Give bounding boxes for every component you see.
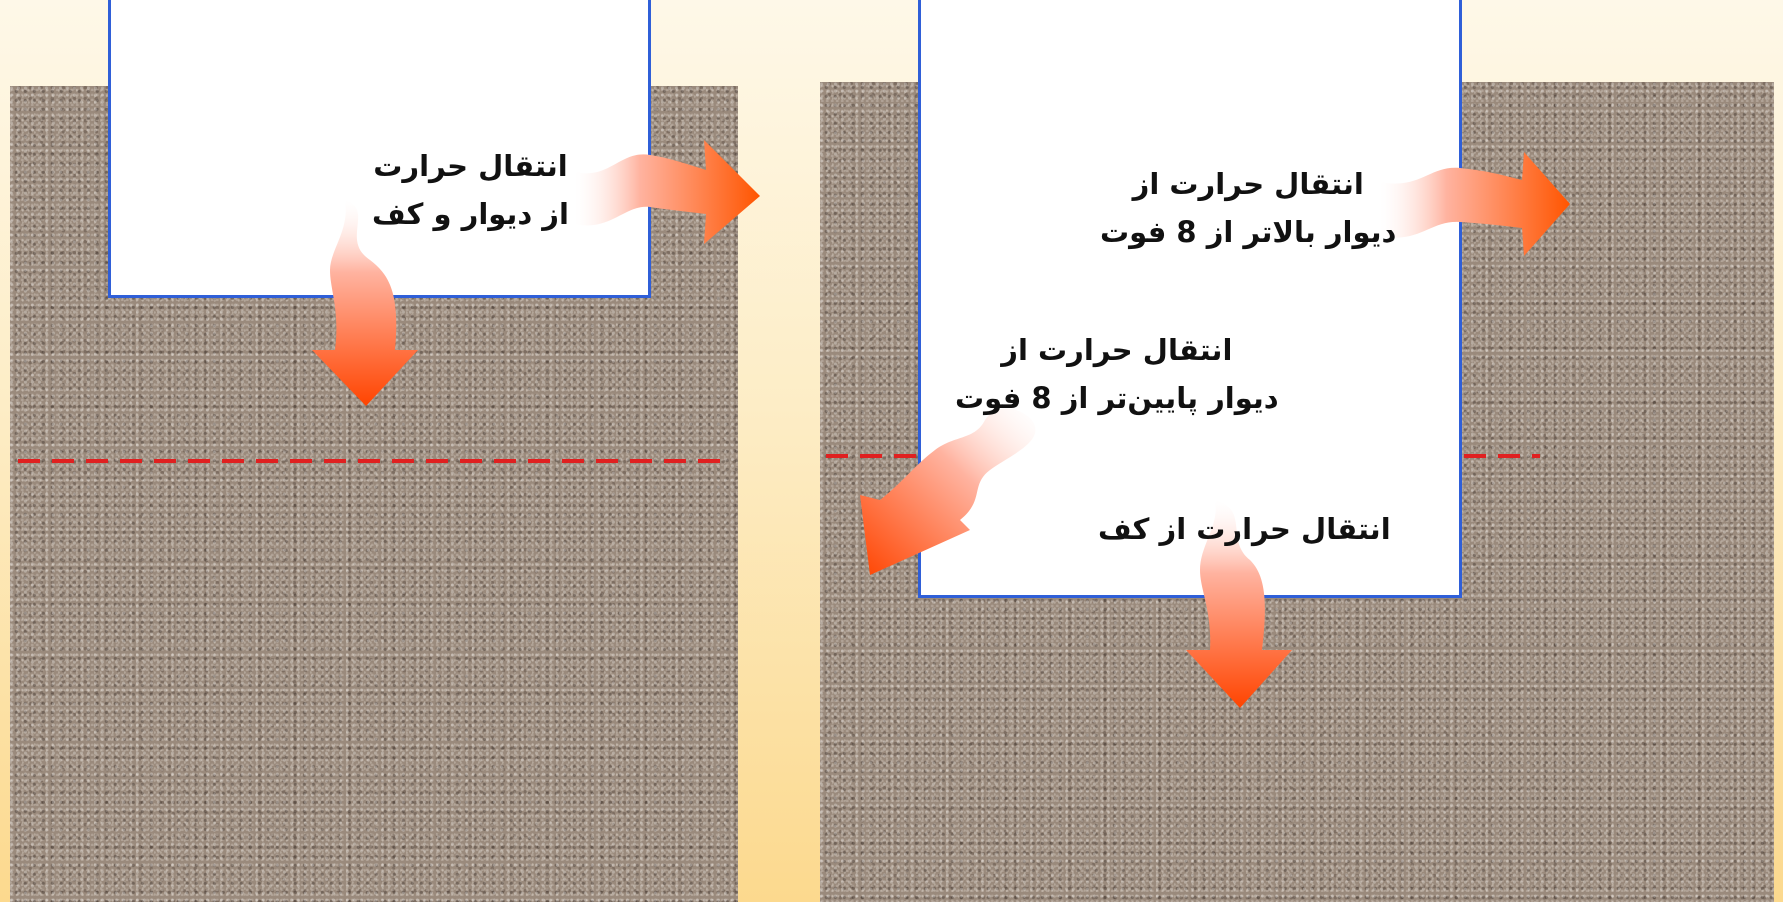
right-upper-label: انتقال حرارت از دیوار بالاتر از 8 فوت — [1100, 160, 1396, 256]
right-basement — [918, 0, 1462, 598]
left-label-line2: از دیوار و کف — [372, 197, 569, 231]
left-label-line1: انتقال حرارت — [373, 149, 568, 183]
right-lower-label-line1: انتقال حرارت از — [1001, 333, 1233, 367]
right-floor-heat-arrow — [1186, 500, 1292, 708]
left-floor-heat-arrow — [312, 200, 418, 406]
left-label: انتقال حرارت از دیوار و کف — [372, 142, 569, 238]
left-basement — [108, 0, 651, 298]
right-lower-label: انتقال حرارت از دیوار پایین‌تر از 8 فوت — [955, 326, 1279, 422]
right-floor-label-text: انتقال حرارت از کف — [1098, 512, 1391, 546]
right-upper-label-line1: انتقال حرارت از — [1132, 167, 1364, 201]
right-lower-wall-heat-arrow — [860, 408, 1036, 575]
right-floor-label: انتقال حرارت از کف — [1098, 505, 1391, 553]
right-upper-label-line2: دیوار بالاتر از 8 فوت — [1100, 215, 1397, 249]
left-wall-heat-arrow — [575, 140, 760, 244]
right-lower-label-line2: دیوار پایین‌تر از 8 فوت — [955, 381, 1279, 415]
right-upper-wall-heat-arrow — [1380, 152, 1570, 256]
